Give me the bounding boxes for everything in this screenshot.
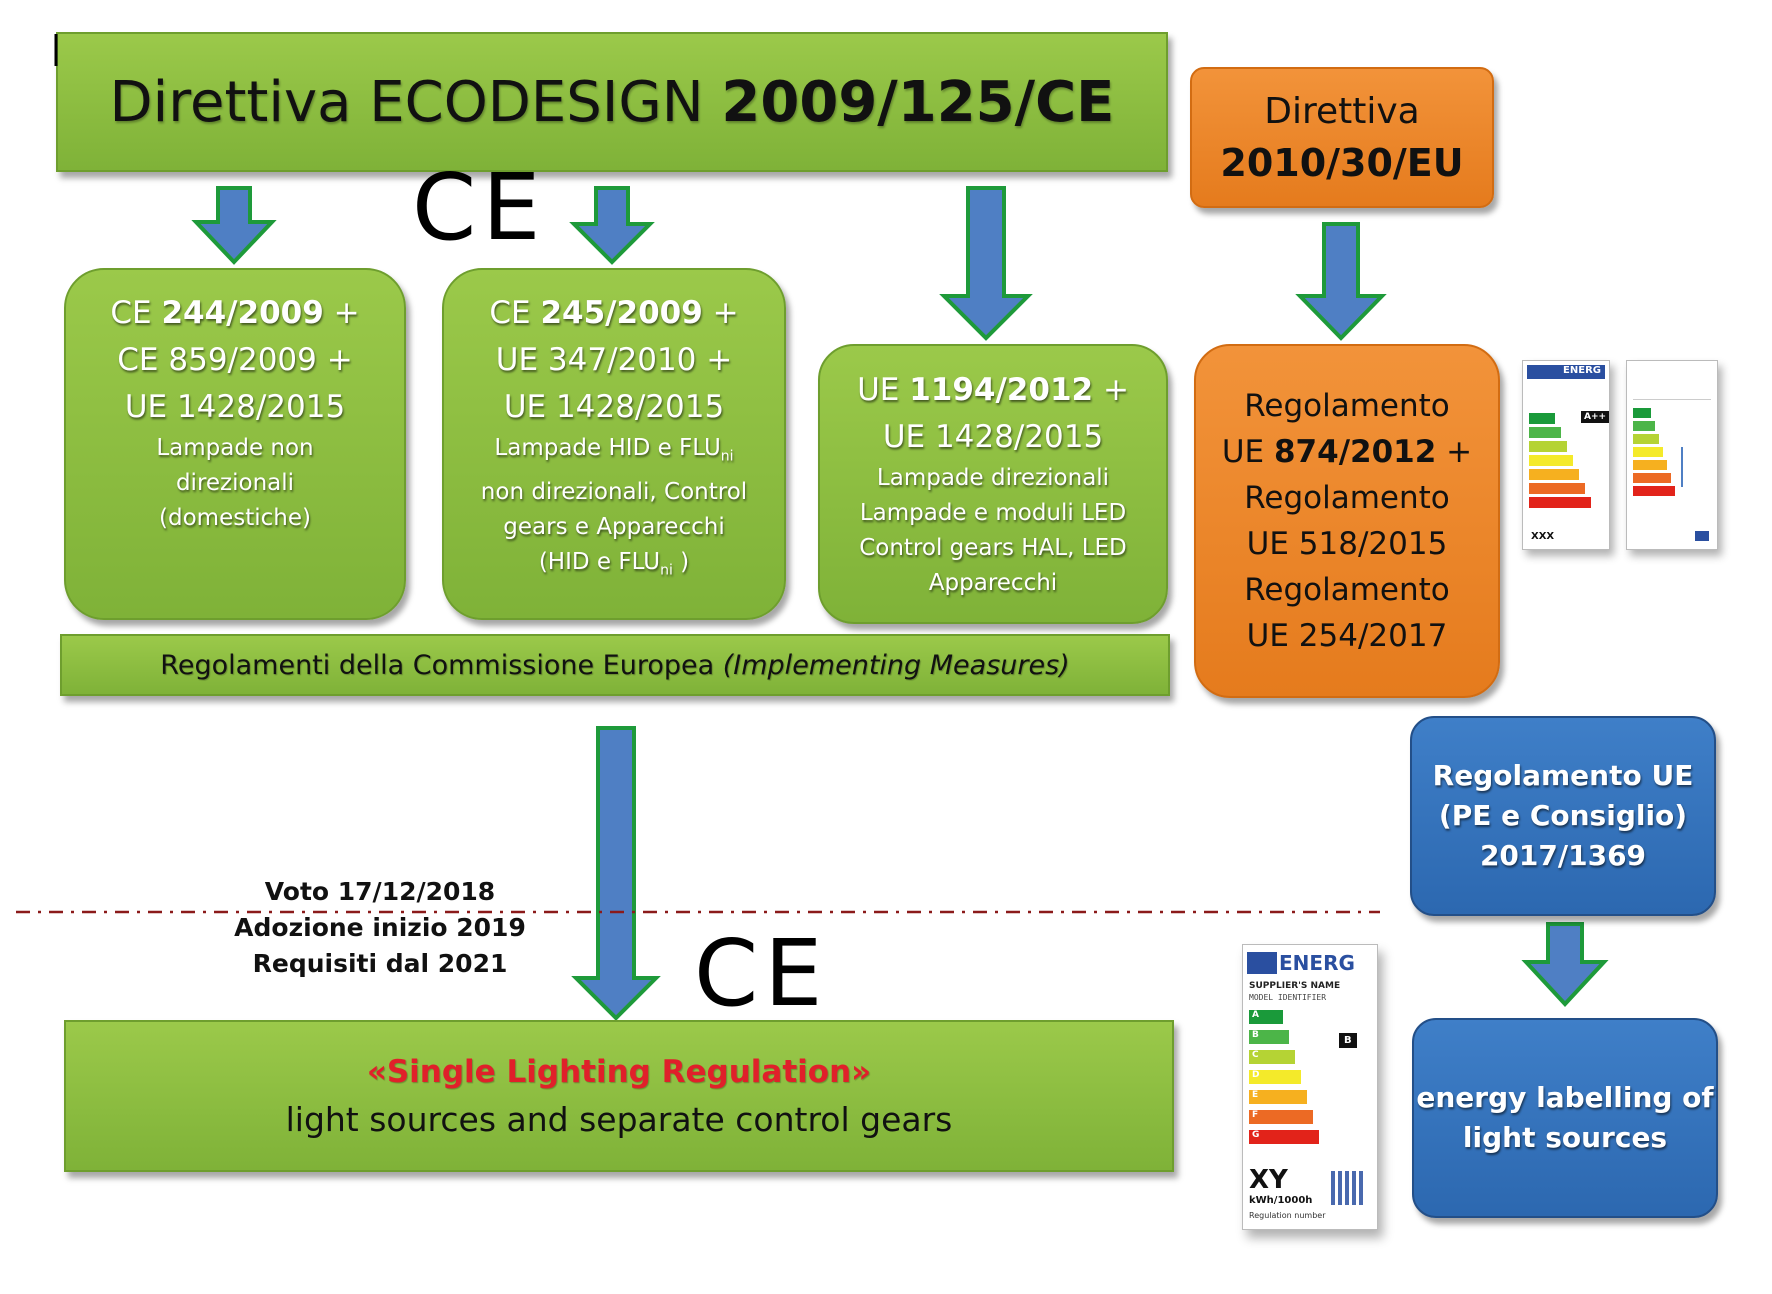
reg-line: UE 1428/2015 xyxy=(124,389,346,425)
reg-description: (HID e FLUni ) xyxy=(538,548,690,579)
ecodesign-title-number: 2009/125/CE xyxy=(721,69,1115,135)
ce-mark-top: CE xyxy=(412,154,547,261)
directive-label: Direttiva xyxy=(1264,90,1420,132)
energy-class-bar: G xyxy=(1249,1130,1319,1144)
energy-class-bar: D xyxy=(1249,1070,1301,1084)
arrow-down-icon xyxy=(191,186,277,265)
regulation-number-text: Regulation number xyxy=(1249,1211,1326,1220)
arrow-down-icon xyxy=(569,186,655,265)
old-energy-label-image: ENERG A++ XXX xyxy=(1522,360,1610,550)
reg-line: Regolamento xyxy=(1244,388,1450,424)
single-regulation-title: «Single Lighting Regulation» xyxy=(366,1054,872,1090)
regulation-box-hid-flu: CE 245/2009 + UE 347/2010 + UE 1428/2015… xyxy=(442,268,786,620)
reg-line: UE 874/2012 + xyxy=(1221,434,1473,470)
single-lighting-regulation-box: «Single Lighting Regulation» light sourc… xyxy=(64,1020,1174,1172)
energy-class-bar: C xyxy=(1249,1050,1295,1064)
reg-description: non direzionali, Control xyxy=(480,478,748,505)
arrow-down-icon xyxy=(1295,222,1387,341)
label-line: light sources xyxy=(1462,1121,1668,1154)
reg-line: UE 347/2010 + xyxy=(495,342,733,378)
reg-description: gears e Apparecchi xyxy=(503,513,725,540)
implementing-measures-bar: Regolamenti della Commissione Europea (I… xyxy=(60,634,1170,696)
ce-mark-bottom: CE xyxy=(694,920,829,1027)
energy-kwh-text: kWh/1000h xyxy=(1249,1195,1313,1206)
ecodesign-directive-box: Direttiva ECODESIGN 2009/125/CE xyxy=(56,32,1168,172)
reg-description: direzionali xyxy=(175,470,295,496)
energy-class-bar: F xyxy=(1249,1110,1313,1124)
directive-number: 2010/30/EU xyxy=(1220,140,1464,185)
reg-description: Control gears HAL, LED xyxy=(859,535,1127,561)
reg-line: UE 254/2017 xyxy=(1246,618,1448,654)
reg-description: Lampade non xyxy=(156,435,314,461)
label-line: energy labelling of xyxy=(1416,1081,1714,1114)
reg-line: Regolamento xyxy=(1244,480,1450,516)
luminaire-label-image xyxy=(1626,360,1718,550)
qr-code-icon xyxy=(1331,1171,1365,1205)
energy-class-bar: B xyxy=(1249,1030,1289,1044)
energy-brand-text: ENERG xyxy=(1279,951,1355,975)
new-energy-label-image: ENERG SUPPLIER'S NAME MODEL IDENTIFIER A… xyxy=(1242,944,1378,1230)
energy-class-bar: A xyxy=(1249,1010,1283,1024)
energy-brand-text: ENERG xyxy=(1527,365,1605,379)
single-regulation-subtitle: light sources and separate control gears xyxy=(285,1100,953,1139)
reg-line: UE 1428/2015 xyxy=(882,419,1104,455)
reg-description: Lampade HID e FLUni xyxy=(494,435,734,465)
energy-label-regulations-box: Regolamento UE 874/2012 + Regolamento UE… xyxy=(1194,344,1500,698)
reg-line: UE 1428/2015 xyxy=(503,389,725,425)
energy-xxx-text: XXX xyxy=(1531,531,1555,542)
reg-line: Regolamento UE xyxy=(1432,759,1694,792)
reg-line: CE 244/2009 + xyxy=(110,295,360,331)
vote-date: Voto 17/12/2018 xyxy=(264,877,496,906)
energy-labelling-light-sources-box: energy labelling of light sources xyxy=(1412,1018,1718,1218)
energy-class-scale: A B C D E F G xyxy=(1249,1010,1377,1144)
energy-labelling-framework-box: Regolamento UE (PE e Consiglio) 2017/136… xyxy=(1410,716,1716,916)
ecodesign-title-prefix: Direttiva ECODESIGN xyxy=(109,69,722,135)
reg-line: Regolamento xyxy=(1244,572,1450,608)
reg-line: CE 859/2009 + xyxy=(117,342,353,378)
energy-xy-text: XY xyxy=(1249,1165,1288,1195)
energy-arrow-class: B xyxy=(1339,1033,1357,1048)
reg-line: CE 245/2009 + xyxy=(489,295,739,331)
reg-line: UE 518/2015 xyxy=(1246,526,1448,562)
implementing-measures-text: Regolamenti della Commissione Europea (I… xyxy=(160,649,1070,681)
arrow-down-icon xyxy=(939,186,1033,341)
energy-arrow-class: A++ xyxy=(1581,411,1610,423)
ecodesign-title: Direttiva ECODESIGN 2009/125/CE xyxy=(110,70,1115,135)
arrow-down-icon xyxy=(571,726,661,1021)
reg-description: Lampade direzionali xyxy=(876,465,1110,491)
reg-description: Apparecchi xyxy=(928,570,1058,596)
reg-description: Lampade e moduli LED xyxy=(859,500,1127,526)
timeline-notes: Voto 17/12/2018 Adozione inizio 2019 Req… xyxy=(210,874,550,982)
adoption-date: Adozione inizio 2019 xyxy=(234,913,526,942)
energy-label-directive-box: Direttiva 2010/30/EU xyxy=(1190,67,1494,208)
reg-line: 2017/1369 xyxy=(1479,839,1647,872)
arrow-down-icon xyxy=(1521,922,1609,1007)
regulation-box-non-directional: CE 244/2009 + CE 859/2009 + UE 1428/2015… xyxy=(64,268,406,620)
regulation-box-directional: UE 1194/2012 + UE 1428/2015 Lampade dire… xyxy=(818,344,1168,624)
requirements-date: Requisiti dal 2021 xyxy=(252,949,508,978)
reg-line: UE 1194/2012 + xyxy=(857,372,1129,408)
reg-line: (PE e Consiglio) xyxy=(1438,799,1688,832)
reg-description: (domestiche) xyxy=(159,505,311,531)
model-identifier-text: MODEL IDENTIFIER xyxy=(1249,993,1327,1002)
supplier-name-text: SUPPLIER'S NAME xyxy=(1249,981,1341,991)
energy-class-bar: E xyxy=(1249,1090,1307,1104)
